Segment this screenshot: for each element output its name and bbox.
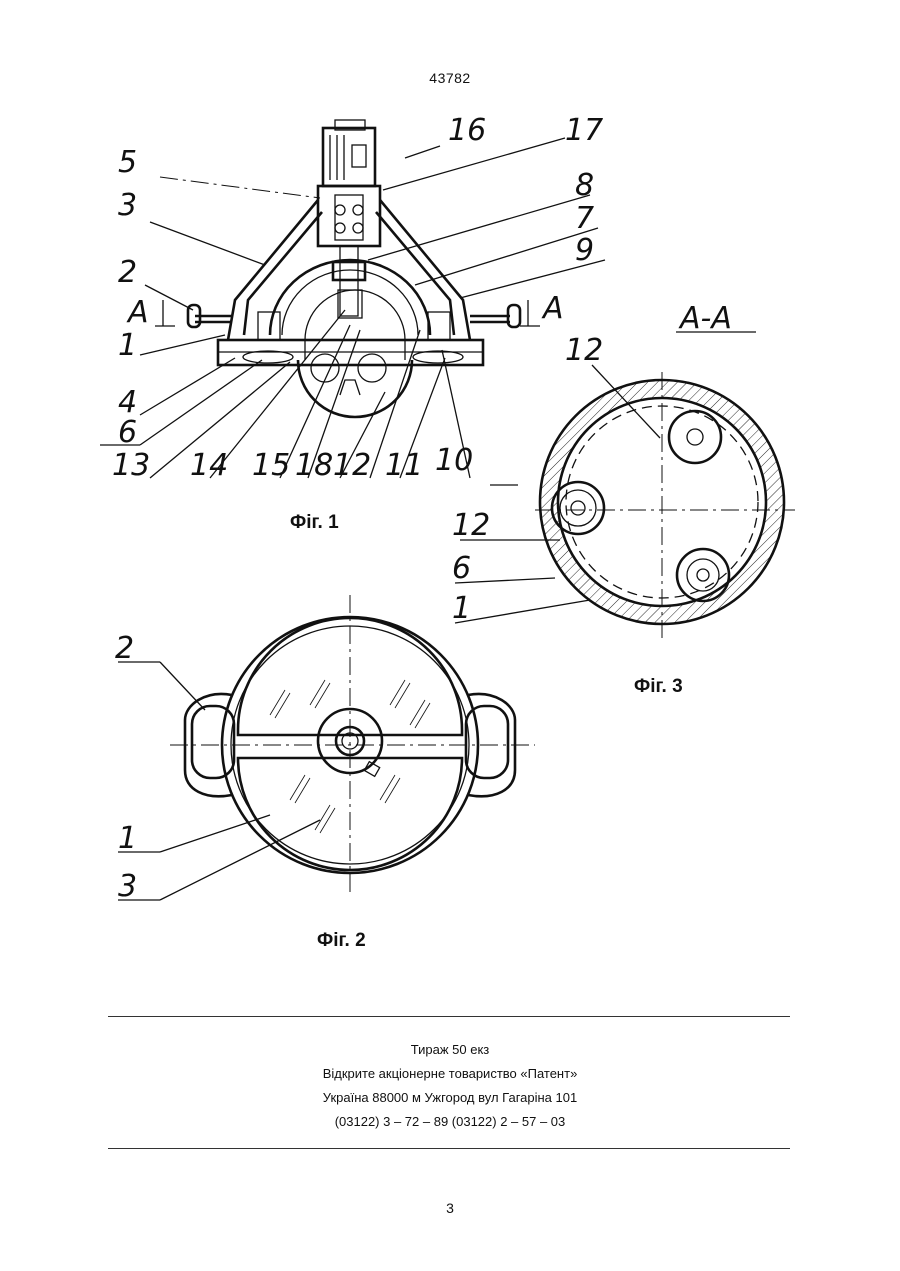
imprint-block: Тираж 50 екз Відкрите акціонерне товарис… — [0, 1038, 900, 1134]
fig1-label-3: 3 — [118, 188, 137, 223]
fig1-section-marker-left: A — [126, 295, 149, 330]
fig2-label-1: 1 — [118, 821, 137, 856]
fig1-caption: Фіг. 1 — [290, 512, 339, 533]
imprint-line-print-run: Тираж 50 екз — [0, 1038, 900, 1062]
fig3-section-title: A-A — [678, 301, 732, 336]
fig1-label-17: 17 — [565, 113, 603, 148]
fig1-label-14: 14 — [190, 448, 228, 483]
fig3-caption: Фіг. 3 — [634, 676, 683, 697]
imprint-top-rule — [108, 1016, 790, 1017]
fig1-label-11: 11 — [385, 448, 423, 483]
fig1-label-5: 5 — [118, 145, 137, 180]
fig1-label-10: 10 — [435, 443, 473, 478]
fig1-label-12: 12 — [333, 448, 371, 483]
fig1-label-2: 2 — [118, 255, 137, 290]
fig2-label-3: 3 — [118, 869, 137, 904]
fig1-label-7: 7 — [575, 201, 594, 236]
fig2-label-2: 2 — [115, 631, 134, 666]
fig1-label-13: 13 — [112, 448, 150, 483]
fig1-label-9: 9 — [575, 233, 594, 268]
imprint-line-address: Україна 88000 м Ужгород вул Гагаріна 101 — [0, 1086, 900, 1110]
fig3-label-6: 6 — [452, 551, 471, 586]
fig1-label-1: 1 — [118, 328, 137, 363]
fig1-label-15: 15 — [252, 448, 290, 483]
fig1-label-8: 8 — [575, 168, 594, 203]
fig3-label-12-left: 12 — [452, 508, 490, 543]
fig1-label-18: 18 — [295, 448, 333, 483]
imprint-line-publisher: Відкрите акціонерне товариство «Патент» — [0, 1062, 900, 1086]
figure-1: 5 3 2 A 1 4 6 13 14 15 18 12 11 10 16 17… — [100, 113, 605, 533]
fig2-caption: Фіг. 2 — [317, 930, 366, 951]
fig1-label-16: 16 — [448, 113, 486, 148]
imprint-line-phones: (03122) 3 – 72 – 89 (03122) 2 – 57 – 03 — [0, 1110, 900, 1134]
imprint-bottom-rule — [108, 1148, 790, 1149]
fig1-label-6: 6 — [118, 415, 137, 450]
fig1-section-marker-right: A — [541, 291, 564, 326]
fig3-label-12-top: 12 — [565, 333, 603, 368]
page-number: 3 — [0, 1200, 900, 1216]
figure-3: A-A 12 12 6 1 Фіг. 3 — [452, 301, 795, 697]
fig3-label-1: 1 — [452, 591, 471, 626]
figure-2: 2 1 3 Фіг. 2 — [115, 595, 535, 951]
